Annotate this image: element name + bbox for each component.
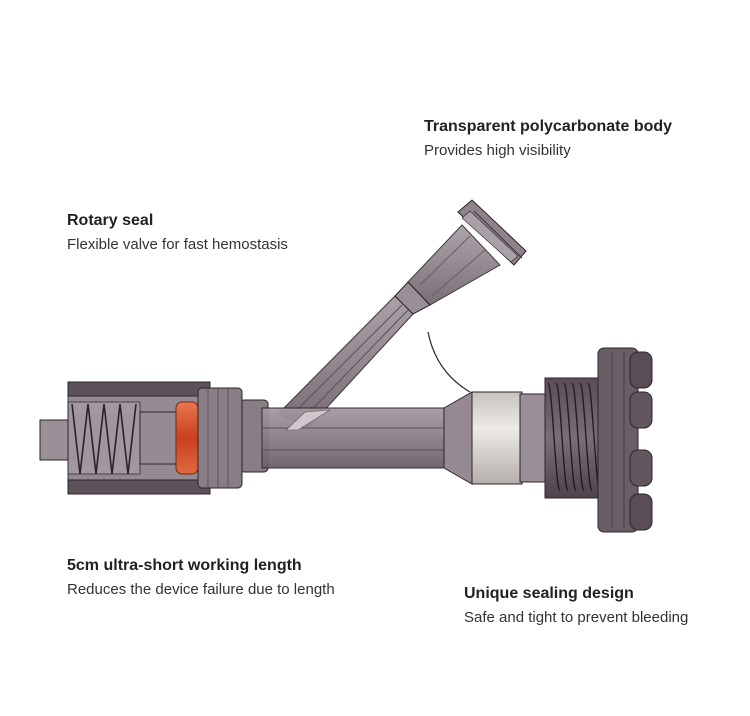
- o-ring: [175, 401, 199, 475]
- callout-title: Transparent polycarbonate body: [424, 118, 673, 135]
- annotation-line: [427, 331, 471, 393]
- callout-working-length: 5cm ultra-short working length Reduces t…: [67, 555, 335, 601]
- callout-title: Unique sealing design: [464, 585, 634, 602]
- sealing-cap: [471, 347, 653, 533]
- callout-sealing-design: Unique sealing design Safe and tight to …: [464, 583, 688, 629]
- callout-title: Rotary seal: [67, 212, 154, 229]
- rotary-seal-hub: [39, 381, 243, 495]
- callout-description: Safe and tight to prevent bleeding: [464, 609, 689, 626]
- side-port-branch: [277, 199, 527, 429]
- thread-coils: [547, 383, 601, 491]
- spring-icon: [71, 403, 137, 475]
- callout-rotary-seal: Rotary seal Flexible valve for fast hemo…: [67, 210, 288, 256]
- callout-description: Provides high visibility: [424, 142, 571, 159]
- callout-title: 5cm ultra-short working length: [67, 557, 302, 574]
- main-shaft: [239, 391, 473, 485]
- callout-description: Reduces the device failure due to length: [67, 581, 335, 598]
- callout-description: Flexible valve for fast hemostasis: [67, 236, 288, 253]
- callout-transparent-body: Transparent polycarbonate body Provides …: [424, 116, 672, 162]
